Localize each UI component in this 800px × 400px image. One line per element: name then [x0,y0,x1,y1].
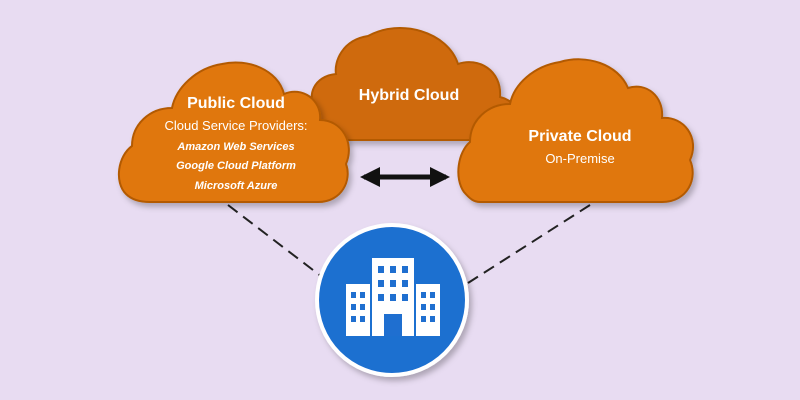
connector-public-to-enterprise [227,204,331,284]
private-cloud [457,58,695,203]
provider-item: Microsoft Azure [194,180,278,192]
public-cloud-title: Public Cloud [187,95,285,112]
connector-private-to-enterprise [467,204,591,284]
enterprise-building [315,223,469,377]
public-cloud-subtitle: Cloud Service Providers: [164,118,308,133]
hybrid-cloud-title: Hybrid Cloud [358,87,460,104]
provider-item: Amazon Web Services [177,141,295,153]
private-cloud-subtitle: On-Premise [545,151,615,166]
building-windows [351,266,435,336]
public-cloud [117,61,350,203]
provider-item: Google Cloud Platform [176,160,296,172]
private-cloud-title: Private Cloud [528,128,632,145]
